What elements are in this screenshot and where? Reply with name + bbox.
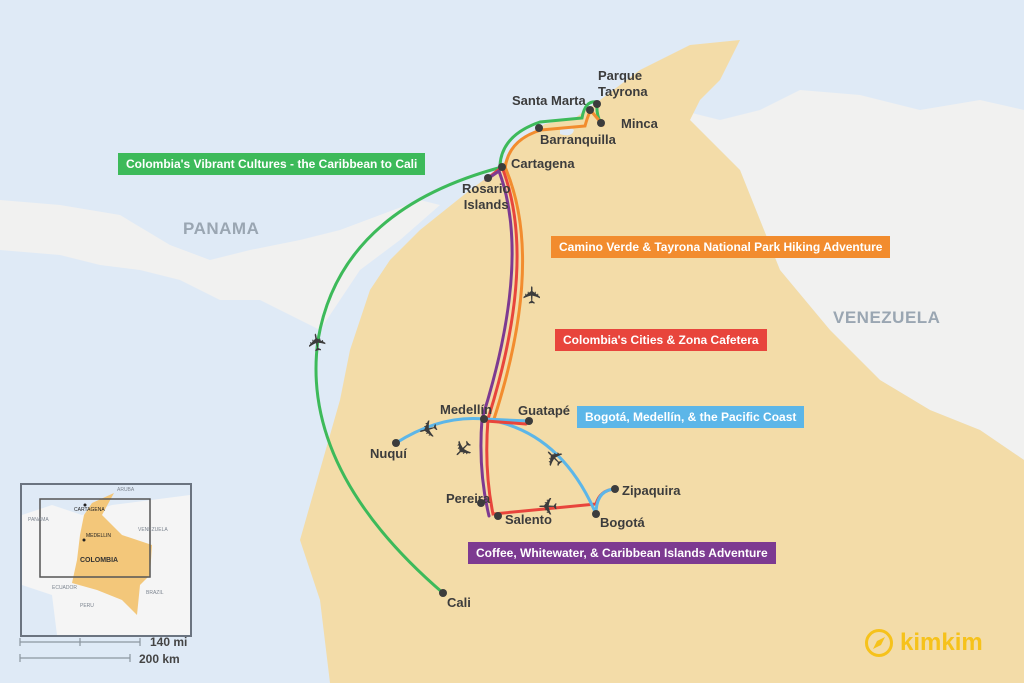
city-label-cali[interactable]: Cali: [447, 595, 471, 610]
airplane-icon: ✈: [303, 330, 333, 354]
venezuela-land: [680, 90, 1024, 460]
tour-label-coffee-whitewater[interactable]: Coffee, Whitewater, & Caribbean Islands …: [468, 542, 776, 564]
city-dot-salento[interactable]: [494, 512, 502, 520]
city-label-cartagena[interactable]: Cartagena: [511, 156, 575, 171]
inset-locator-map: ARUBA CARTAGENA PANAMA MEDELLIN VENEZUEL…: [20, 483, 192, 637]
city-dot-minca[interactable]: [597, 119, 605, 127]
route-green-coast: [498, 100, 603, 167]
label-line: Rosario: [462, 181, 511, 196]
airplane-icon: ✈: [520, 285, 547, 305]
city-label-bogota[interactable]: Bogotá: [600, 515, 645, 530]
tour-label-pacific-coast[interactable]: Bogotá, Medellín, & the Pacific Coast: [577, 406, 805, 428]
city-dot-nuqui[interactable]: [392, 439, 400, 447]
city-dot-bogota[interactable]: [592, 510, 600, 518]
city-label-pereira[interactable]: Pereira: [446, 491, 491, 506]
label-line: Islands: [463, 197, 509, 212]
city-label-barranquilla[interactable]: Barranquilla: [540, 132, 616, 147]
route-green: [314, 165, 504, 595]
tour-label-vibrant-cultures[interactable]: Colombia's Vibrant Cultures - the Caribb…: [118, 153, 426, 175]
city-dot-santa-marta[interactable]: [586, 106, 594, 114]
inset-label-ecuador: ECUADOR: [52, 585, 78, 591]
city-dot-pereira[interactable]: [477, 499, 485, 507]
inset-label-medellin: MEDELLIN: [86, 533, 112, 539]
kimkim-logo[interactable]: kimkim: [864, 628, 983, 658]
scale-miles: 140 mi: [150, 635, 188, 649]
inset-label-cartagena: CARTAGENA: [74, 507, 105, 513]
city-dot-guatape[interactable]: [525, 417, 533, 425]
city-label-guatape[interactable]: Guatapé: [518, 403, 571, 418]
inset-label-panama: PANAMA: [28, 517, 49, 523]
city-label-medellin[interactable]: Medellín: [440, 402, 493, 417]
country-label-panama: PANAMA: [183, 219, 260, 238]
city-label-zipaquira[interactable]: Zipaquira: [622, 483, 681, 498]
route-purple: [479, 168, 514, 518]
label-line: Parque: [598, 68, 643, 83]
route-red-guatape: [484, 419, 528, 426]
airplane-icon: ✈: [538, 492, 558, 519]
city-dot-zipaquira[interactable]: [611, 485, 619, 493]
label-line: Tayrona: [598, 84, 648, 99]
scale-bar: [19, 638, 141, 662]
city-label-minca[interactable]: Minca: [621, 116, 658, 131]
route-orange: [492, 165, 525, 421]
inset-colombia: [72, 493, 152, 615]
tour-label-camino-verde[interactable]: Camino Verde & Tayrona National Park Hik…: [551, 236, 891, 258]
inset-label-brazil: BRAZIL: [146, 590, 164, 596]
city-label-santa-marta[interactable]: Santa Marta: [512, 93, 586, 108]
compass-icon: [865, 629, 893, 657]
city-dot-medellin[interactable]: [480, 415, 488, 423]
city-label-salento[interactable]: Salento: [505, 512, 552, 527]
inset-svg: [22, 493, 190, 635]
inset-label-venezuela: VENEZUELA: [138, 527, 168, 533]
inset-label-colombia: COLOMBIA: [80, 557, 119, 564]
city-dot-cartagena[interactable]: [498, 163, 506, 171]
city-dot-cali[interactable]: [439, 589, 447, 597]
country-label-venezuela: VENEZUELA: [833, 308, 941, 327]
scale-km: 200 km: [139, 652, 180, 666]
colombia-land: [300, 40, 1024, 683]
tour-label-cities-zona-cafetera[interactable]: Colombia's Cities & Zona Cafetera: [555, 329, 767, 351]
inset-label-aruba: ARUBA: [117, 487, 135, 493]
inset-label-peru: PERU: [80, 603, 94, 609]
city-label-nuqui[interactable]: Nuquí: [370, 446, 407, 461]
city-dot-barranquilla[interactable]: [535, 124, 543, 132]
city-dot-rosario-islands[interactable]: [484, 174, 492, 182]
city-dot-parque-tayrona[interactable]: [593, 100, 601, 108]
logo-text: kimkim: [900, 629, 983, 656]
